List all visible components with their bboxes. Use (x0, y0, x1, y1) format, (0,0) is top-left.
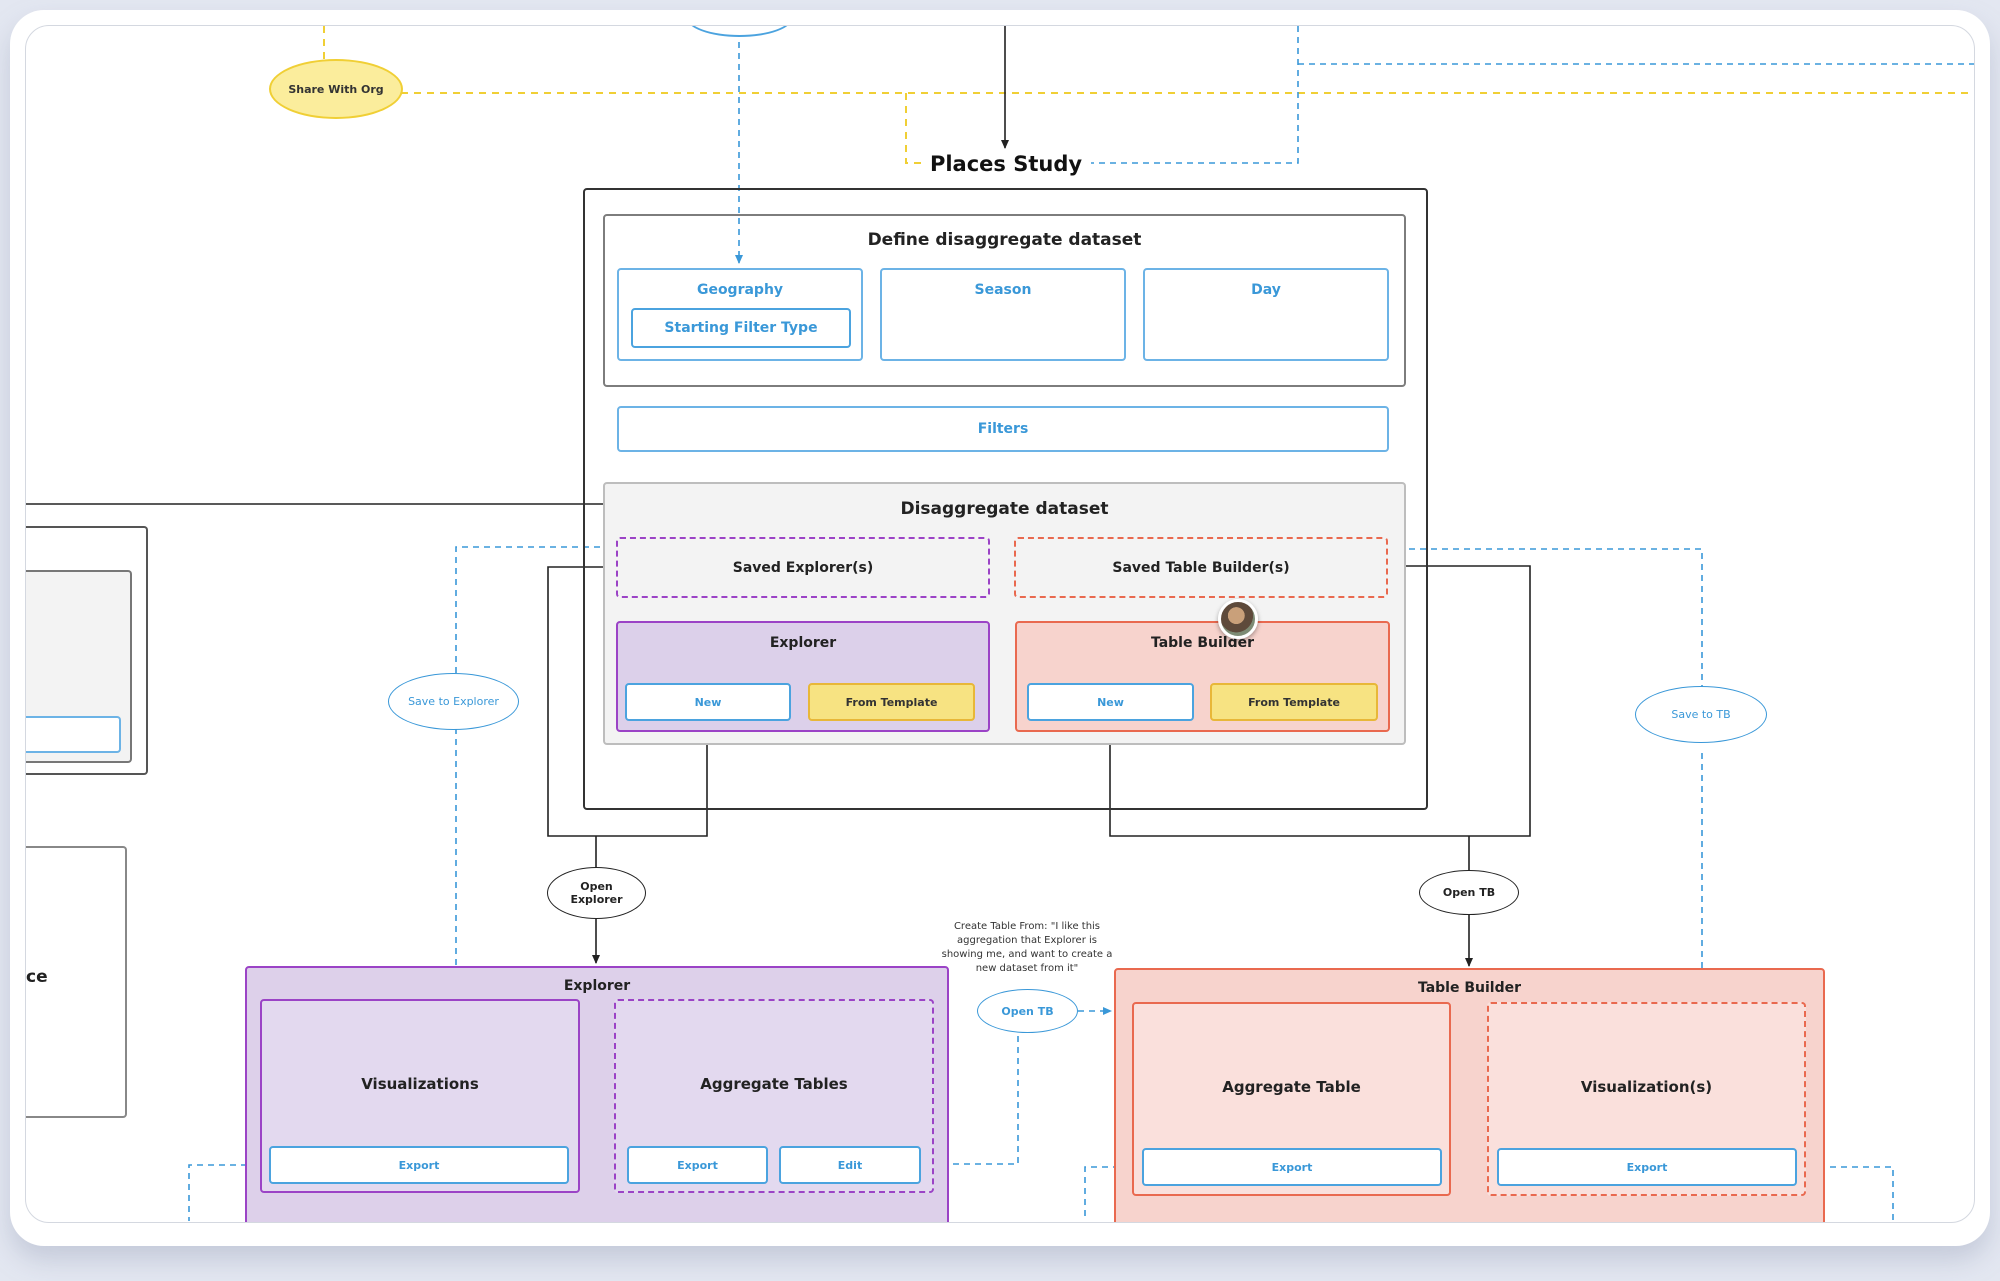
disaggregate-dataset-title: Disaggregate dataset (900, 499, 1109, 519)
create-table-note: Create Table From: "I like this aggregat… (941, 921, 1113, 974)
explorer-from-template-button[interactable]: From Template (808, 683, 975, 721)
collaborator-avatar[interactable] (1218, 599, 1258, 639)
explorer-new-label: New (694, 695, 722, 709)
aggregate-tables-edit-button[interactable]: Edit (779, 1146, 921, 1184)
tb-visualizations-export-button[interactable]: Export (1497, 1148, 1797, 1186)
table-builder-new-label: New (1097, 695, 1124, 709)
visualizations-export-button[interactable]: Export (269, 1146, 569, 1184)
open-tb-mid-label: Open TB (1001, 1004, 1054, 1018)
table-builder-card-title: Table Builder (1150, 635, 1255, 651)
share-with-org-bubble[interactable]: Share With Org (269, 59, 403, 119)
geography-box[interactable]: Geography (617, 268, 863, 361)
table-builder-new-button[interactable]: New (1027, 683, 1194, 721)
starting-filter-type-label: Starting Filter Type (664, 320, 818, 336)
whiteboard-canvas[interactable]: Share With Org Places Study Define disag… (25, 25, 1975, 1223)
connector-lines (26, 26, 1974, 1221)
left-partial-label: ce (26, 967, 48, 987)
aggregate-tables-label: Aggregate Tables (700, 1075, 848, 1093)
share-with-org-label: Share With Org (288, 82, 384, 96)
left-partial-box-2 (26, 846, 127, 1118)
open-tb-bubble[interactable]: Open TB (1419, 870, 1519, 915)
save-to-explorer-bubble[interactable]: Save to Explorer (388, 673, 519, 730)
left-partial-button[interactable] (26, 716, 121, 753)
visualizations-export-label: Export (398, 1158, 440, 1172)
day-box[interactable]: Day (1143, 268, 1389, 361)
table-builder-from-template-button[interactable]: From Template (1210, 683, 1378, 721)
explorer-from-template-label: From Template (845, 695, 938, 709)
saved-table-builders-label: Saved Table Builder(s) (1112, 559, 1290, 576)
aggregate-table-export-button[interactable]: Export (1142, 1148, 1442, 1186)
save-to-explorer-label: Save to Explorer (408, 695, 499, 708)
open-tb-label: Open TB (1442, 886, 1496, 899)
season-box[interactable]: Season (880, 268, 1126, 361)
aggregate-table-export-label: Export (1271, 1160, 1313, 1174)
starting-filter-type-button[interactable]: Starting Filter Type (631, 308, 851, 348)
define-dataset-section: Define disaggregate dataset (603, 214, 1406, 387)
filters-label: Filters (977, 421, 1029, 437)
saved-explorers-box[interactable]: Saved Explorer(s) (616, 537, 990, 598)
saved-explorers-label: Saved Explorer(s) (732, 559, 874, 576)
day-label: Day (1251, 282, 1281, 298)
geography-label: Geography (696, 282, 784, 298)
filters-bar[interactable]: Filters (617, 406, 1389, 452)
places-study-title-box: Places Study (921, 149, 1091, 179)
aggregate-table-label: Aggregate Table (1222, 1078, 1361, 1096)
left-partial-outer-box (26, 526, 148, 775)
aggregate-tables-export-label: Export (677, 1158, 718, 1172)
save-to-tb-bubble[interactable]: Save to TB (1635, 686, 1767, 743)
tb-visualizations-export-label: Export (1626, 1160, 1668, 1174)
explorer-card-title: Explorer (769, 635, 837, 651)
open-tb-mid-bubble[interactable]: Open TB (977, 989, 1078, 1033)
tb-visualizations-label: Visualization(s) (1580, 1078, 1713, 1096)
explorer-new-button[interactable]: New (625, 683, 791, 721)
open-explorer-bubble[interactable]: Open Explorer (547, 867, 646, 919)
places-study-container (583, 188, 1428, 810)
open-explorer-label: Open Explorer (570, 880, 623, 906)
aggregate-tables-edit-label: Edit (837, 1158, 863, 1172)
visualizations-label: Visualizations (361, 1075, 479, 1093)
table-builder-from-template-label: From Template (1248, 695, 1340, 709)
left-partial-label-wrap: ce (26, 964, 66, 990)
explorer-panel-title: Explorer (563, 978, 631, 994)
define-dataset-title: Define disaggregate dataset (867, 230, 1142, 250)
table-builder-panel-title: Table Builder (1417, 980, 1522, 996)
page-title: Places Study (929, 152, 1083, 176)
saved-table-builders-box[interactable]: Saved Table Builder(s) (1014, 537, 1388, 598)
save-to-tb-label: Save to TB (1671, 708, 1731, 721)
aggregate-tables-export-button[interactable]: Export (627, 1146, 768, 1184)
season-label: Season (974, 282, 1032, 298)
